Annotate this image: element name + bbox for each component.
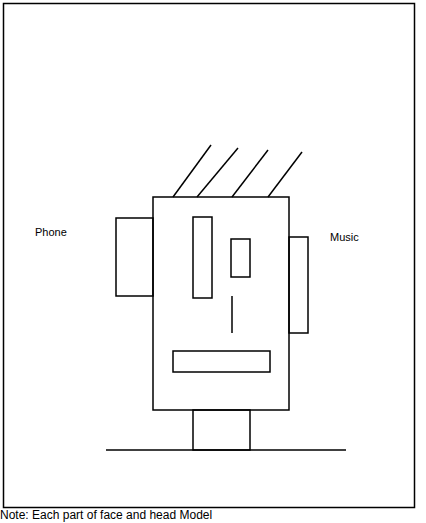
- ground-line: [106, 449, 346, 451]
- right-eye: [231, 239, 250, 277]
- left-eye: [193, 217, 212, 298]
- note-text: Note: Each part of face and head Model: [0, 508, 212, 522]
- ear-label: Music: [330, 231, 359, 243]
- mouth-rect: [173, 351, 270, 372]
- ear-label: Phone: [35, 226, 67, 238]
- antenna-line: [268, 152, 302, 197]
- page-border: [4, 4, 415, 508]
- antenna-line: [173, 145, 211, 197]
- neck-rect: [193, 410, 250, 450]
- antenna-line: [232, 150, 268, 197]
- antenna-line: [197, 148, 238, 197]
- right-ear: [289, 237, 308, 333]
- left-ear: [116, 218, 153, 296]
- nose-line: [231, 296, 233, 333]
- head-rect: [153, 197, 289, 410]
